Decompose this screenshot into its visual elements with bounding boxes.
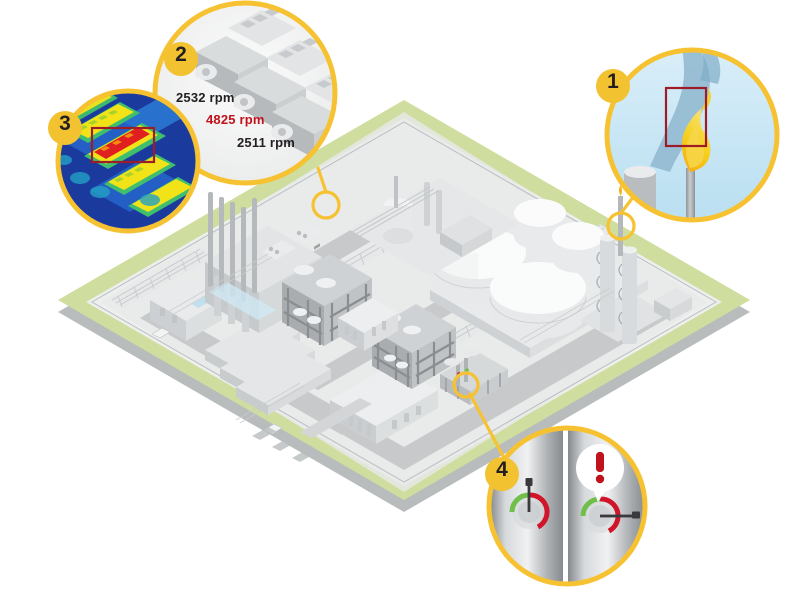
- rpm-label-normal-1: 2532 rpm: [176, 90, 235, 105]
- west-utility-blocks: [150, 243, 438, 444]
- north-pipe-cluster: [351, 186, 439, 237]
- south-yard-detail: [252, 427, 316, 462]
- control-room: [338, 298, 398, 351]
- alert-speech-bubble: [576, 444, 624, 502]
- heat-row-1: [68, 102, 140, 143]
- north-small-structures: [440, 215, 492, 257]
- connector-4: [468, 392, 505, 458]
- connector-1: [619, 194, 636, 215]
- callout-3-badge[interactable]: [48, 111, 82, 145]
- storage-tank-small-2: [552, 222, 604, 273]
- warehouse-sheds: [205, 314, 331, 415]
- heat-row-2-hot: [84, 123, 166, 169]
- chimney-stacks: [208, 192, 257, 302]
- callout-3-ring: [55, 88, 201, 234]
- pipe-rack-west: [110, 248, 214, 308]
- callout-2-bubble[interactable]: [152, 0, 372, 186]
- gauge-alarm: [576, 444, 640, 534]
- east-small-units: [654, 288, 692, 321]
- target-marker-2: [311, 190, 341, 220]
- north-process-area: [350, 176, 520, 276]
- process-unit-a: [282, 254, 372, 346]
- gauge-normal: [509, 478, 550, 530]
- highlight-rect-3: [90, 126, 156, 164]
- callout-4-bubble[interactable]: [486, 425, 648, 587]
- callout-1-badge-number: 1: [607, 70, 619, 93]
- target-marker-4: [452, 371, 480, 399]
- tank-farm: [429, 199, 648, 358]
- column-2: [618, 246, 637, 344]
- flare-stack: [686, 168, 695, 220]
- callout-connectors: [316, 166, 636, 458]
- callout-2-ring: [152, 0, 338, 186]
- perimeter-fence: [90, 121, 718, 483]
- rpm-label-alert: 4825 rpm: [206, 112, 265, 127]
- target-marker-1: [606, 211, 636, 241]
- callout-3-badge-number: 3: [59, 112, 71, 135]
- storage-tank-large-2: [489, 262, 587, 339]
- callout-4-badge-number: 4: [496, 458, 508, 481]
- callout-2-badge-number: 2: [175, 43, 187, 66]
- heat-row-3: [104, 154, 176, 195]
- highlight-rect-1: [664, 86, 708, 148]
- flare-stack-plant: [618, 185, 623, 256]
- gauge-pipes: [444, 348, 480, 386]
- callout-3-bubble[interactable]: [55, 88, 201, 234]
- callout-1-ring: [604, 47, 780, 223]
- north-columns: [424, 182, 442, 234]
- callout-4-badge[interactable]: [485, 457, 519, 491]
- callout-1-badge[interactable]: [596, 69, 630, 103]
- distillation-columns: [580, 185, 692, 344]
- callout-target-markers: [311, 190, 636, 399]
- connector-2: [316, 166, 328, 194]
- misc-fence-rows: [167, 253, 615, 424]
- rpm-label-normal-2: 2511 rpm: [237, 135, 295, 150]
- compressor-train: [195, 8, 335, 158]
- callout-4-ring: [486, 425, 648, 587]
- callout-2-badge[interactable]: [164, 42, 198, 76]
- callout-1-bubble[interactable]: [604, 40, 780, 230]
- parking-lot: [300, 243, 372, 438]
